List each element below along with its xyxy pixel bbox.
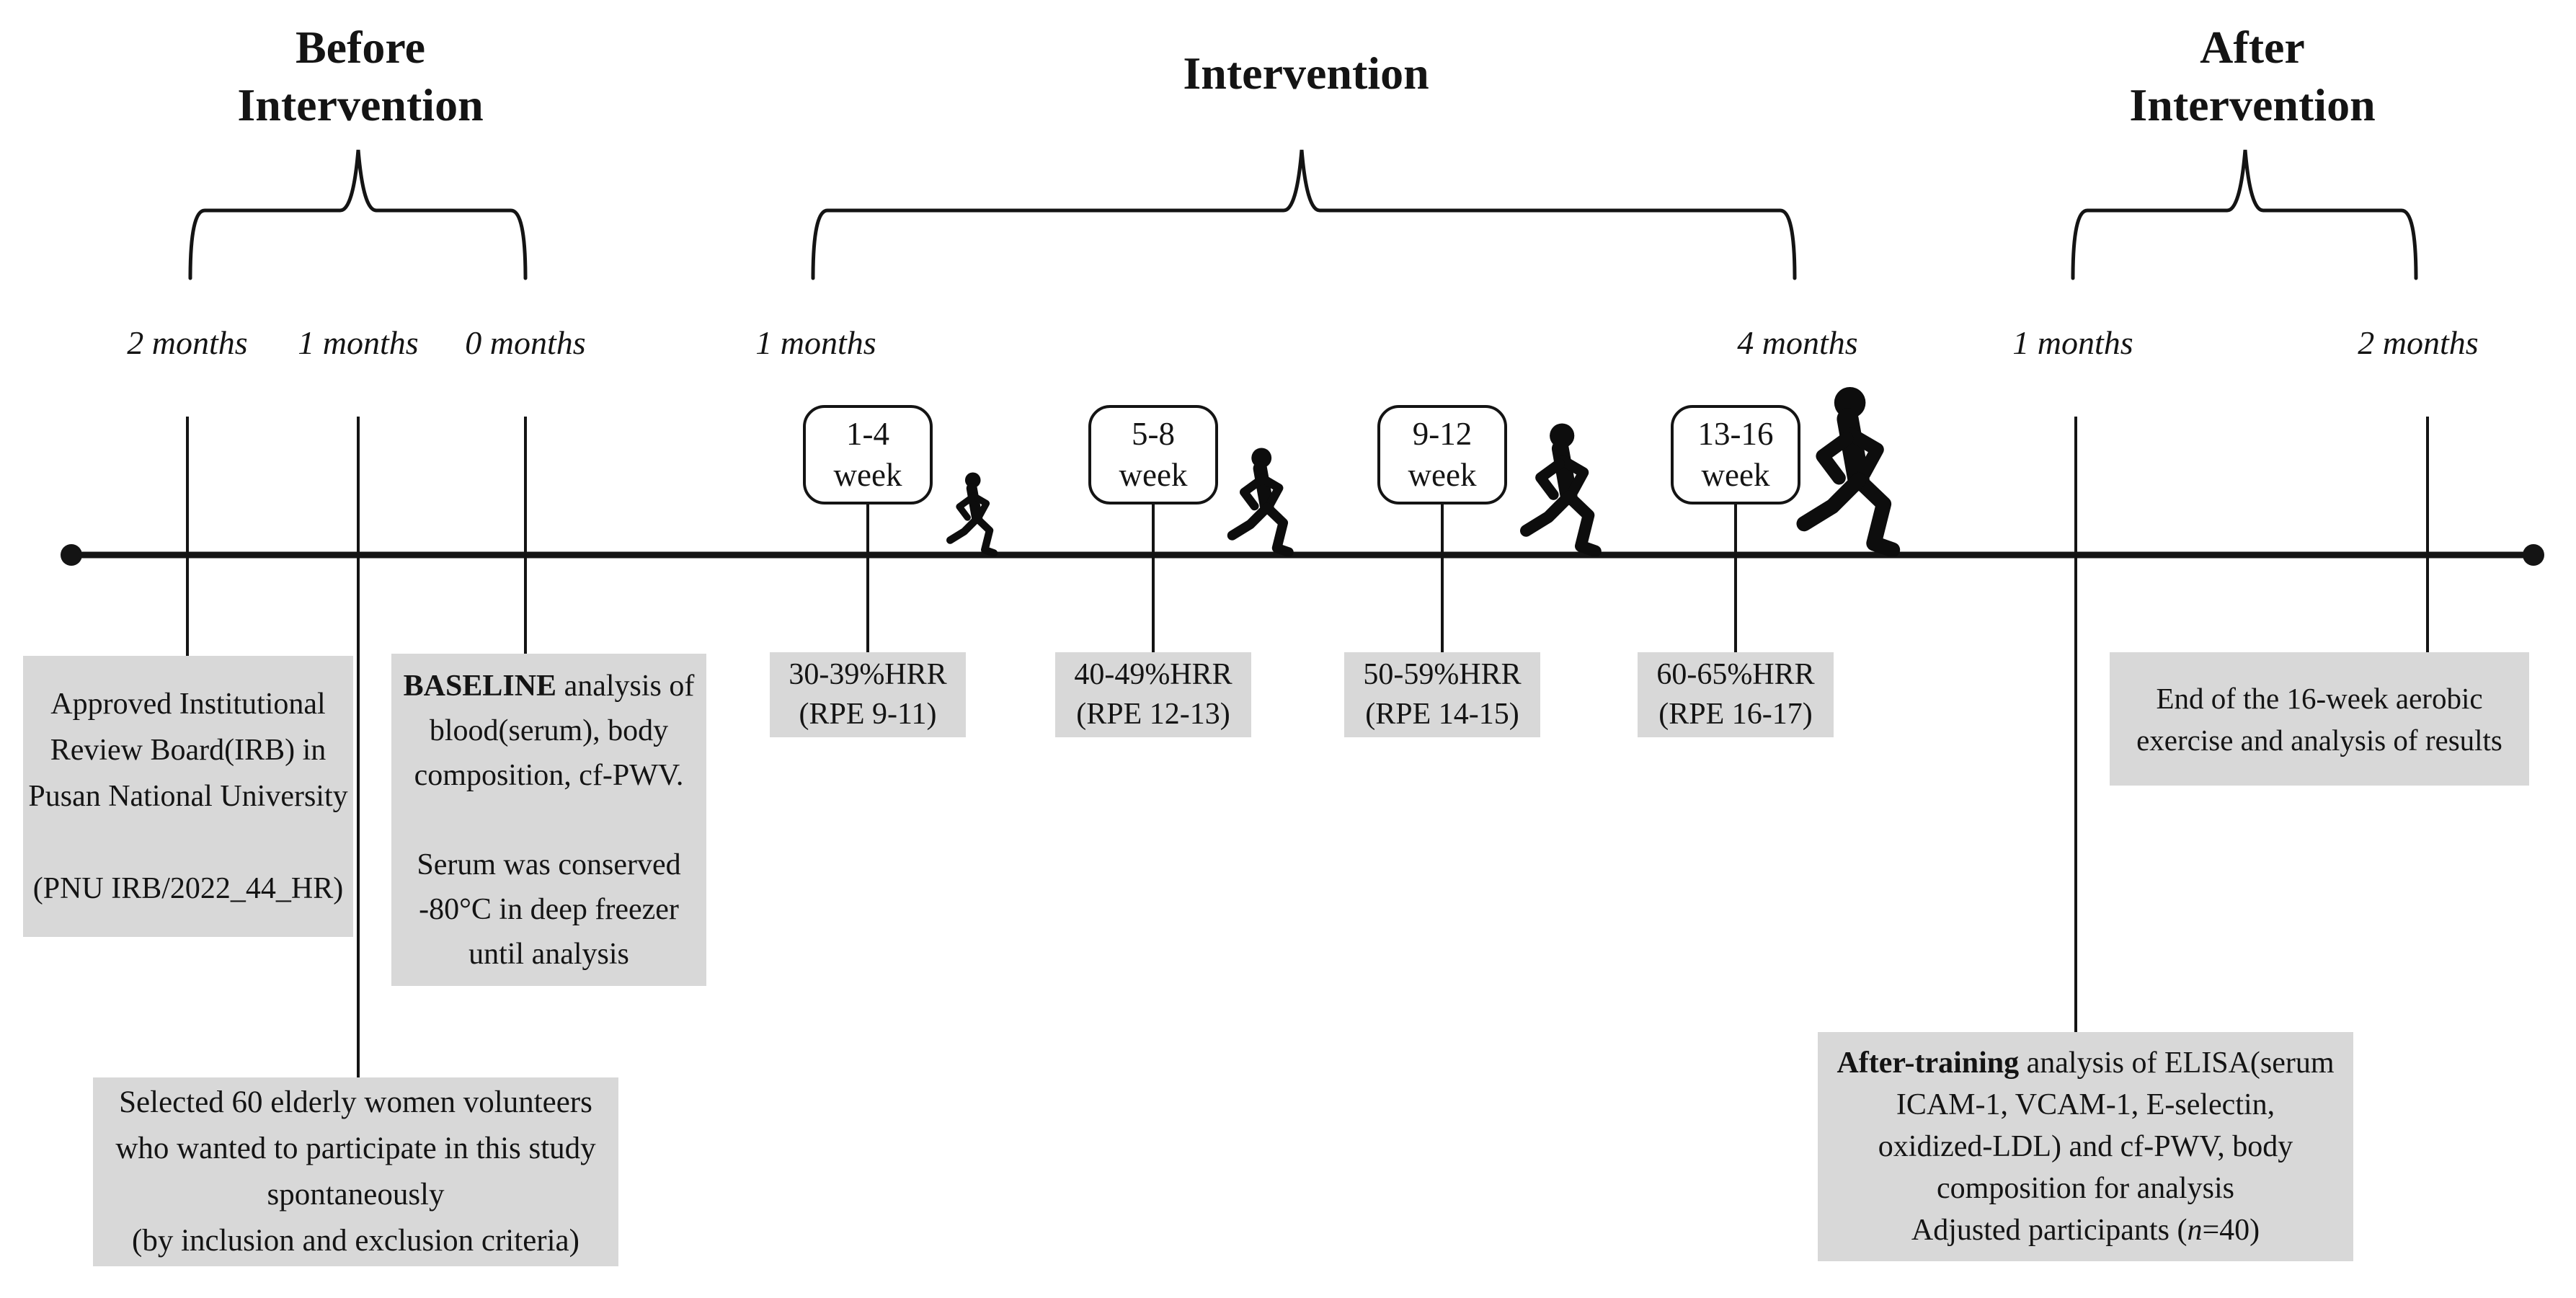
month-label-intervention-4: 4 months — [1737, 324, 1858, 361]
participants-pre-text: Adjusted participants ( — [1911, 1214, 2188, 1247]
runner-icon-small — [950, 472, 994, 553]
runner-icon-medium — [1233, 448, 1289, 552]
note-line: (by inclusion and exclusion criteria) — [132, 1224, 579, 1258]
note-line: oxidized-LDL) and cf-PWV, body — [1878, 1130, 2293, 1163]
note-line: Pusan National University — [28, 780, 348, 813]
rpe-value: (RPE 9-11) — [799, 698, 937, 731]
intervention-phase-brace — [811, 149, 1797, 280]
week-unit: week — [1119, 457, 1188, 493]
week-unit: week — [1701, 457, 1770, 493]
hrr-value: 60-65%HRR — [1656, 658, 1815, 691]
note-line: (PNU IRB/2022_44_HR) — [32, 872, 344, 905]
note-line: -80°C in deep freezer — [419, 892, 679, 926]
after-phase-brace — [2071, 149, 2418, 280]
note-line: Review Board(IRB) in — [50, 734, 327, 767]
before-phase-brace — [188, 149, 528, 280]
intensity-box-4: 60-65%HRR (RPE 16-17) — [1638, 652, 1834, 737]
month-label-before-0: 0 months — [465, 324, 586, 361]
intervention-heading-line1: Intervention — [1183, 48, 1429, 99]
runner-icon-xlarge — [1804, 387, 1893, 550]
week-unit: week — [1408, 457, 1477, 493]
hrr-value: 30-39%HRR — [789, 658, 947, 691]
note-line: Approved Institutional — [50, 688, 326, 721]
baseline-bold-text: BASELINE — [403, 669, 557, 703]
intensity-box-1: 30-39%HRR (RPE 9-11) — [770, 652, 966, 737]
hrr-value: 50-59%HRR — [1363, 658, 1522, 691]
after-training-bold-text: After-training — [1836, 1046, 2020, 1080]
after-training-note: After-training analysis of ELISA(serum I… — [1818, 1032, 2353, 1261]
timeline-end-dot — [2523, 544, 2544, 566]
month-label-after-1: 1 months — [2012, 324, 2133, 361]
week-range: 5-8 — [1132, 416, 1175, 452]
note-line: Selected 60 elderly women volunteers — [119, 1085, 592, 1119]
note-line: After-training analysis of ELISA(serum — [1836, 1042, 2334, 1084]
hrr-value: 40-49%HRR — [1074, 658, 1233, 691]
note-line: ICAM-1, VCAM-1, E-selectin, — [1896, 1088, 2275, 1121]
rpe-value: (RPE 16-17) — [1658, 698, 1813, 731]
after-training-rest-text: analysis of ELISA(serum — [2019, 1046, 2335, 1080]
week-range: 13-16 — [1697, 416, 1774, 452]
baseline-analysis-note: BASELINE analysis of blood(serum), body … — [391, 654, 706, 986]
timeline-start-dot — [61, 544, 82, 566]
study-end-note: End of the 16-week aerobic exercise and … — [2110, 652, 2529, 786]
rpe-value: (RPE 12-13) — [1076, 698, 1230, 731]
week-unit: week — [833, 457, 902, 493]
note-line: composition, cf-PWV. — [414, 758, 684, 792]
note-line: BASELINE analysis of — [404, 664, 695, 708]
irb-approval-note: Approved Institutional Review Board(IRB)… — [23, 656, 353, 937]
month-label-after-2: 2 months — [2358, 324, 2479, 361]
week-box-1-4: 1-4 week — [803, 405, 933, 504]
participant-selection-note: Selected 60 elderly women volunteers who… — [93, 1077, 618, 1266]
intensity-box-3: 50-59%HRR (RPE 14-15) — [1344, 652, 1540, 737]
note-line: until analysis — [468, 937, 629, 971]
baseline-rest-text: analysis of — [556, 669, 695, 703]
note-line: End of the 16-week aerobic — [2156, 681, 2483, 715]
before-heading-line2: Intervention — [237, 79, 484, 130]
month-label-intervention-1: 1 months — [755, 324, 876, 361]
note-line: Serum was conserved — [417, 848, 681, 881]
note-line: who wanted to participate in this study — [115, 1132, 596, 1165]
participants-post-text: =40) — [2202, 1214, 2260, 1247]
week-box-9-12: 9-12 week — [1377, 405, 1507, 504]
participants-n-symbol: n — [2187, 1214, 2203, 1247]
note-line: blood(serum), body — [429, 714, 669, 747]
after-heading-line1: After — [2200, 22, 2305, 73]
week-range: 1-4 — [846, 416, 889, 452]
week-box-5-8: 5-8 week — [1088, 405, 1218, 504]
week-range: 9-12 — [1412, 416, 1473, 452]
month-label-before-1: 1 months — [298, 324, 419, 361]
intensity-box-2: 40-49%HRR (RPE 12-13) — [1055, 652, 1251, 737]
before-heading-line1: Before — [295, 22, 426, 73]
note-line: Adjusted participants (n=40) — [1911, 1209, 2260, 1251]
after-intervention-heading: After Intervention — [2129, 19, 2375, 134]
week-box-13-16: 13-16 week — [1671, 405, 1800, 504]
intervention-heading: Intervention — [1183, 45, 1429, 102]
note-line: exercise and analysis of results — [2136, 723, 2502, 757]
runner-icon-large — [1526, 423, 1595, 551]
after-heading-line2: Intervention — [2129, 79, 2376, 130]
month-label-before-2: 2 months — [127, 324, 248, 361]
note-line: spontaneously — [267, 1178, 445, 1212]
before-intervention-heading: Before Intervention — [237, 19, 483, 134]
rpe-value: (RPE 14-15) — [1365, 698, 1519, 731]
note-line: composition for analysis — [1937, 1172, 2234, 1205]
